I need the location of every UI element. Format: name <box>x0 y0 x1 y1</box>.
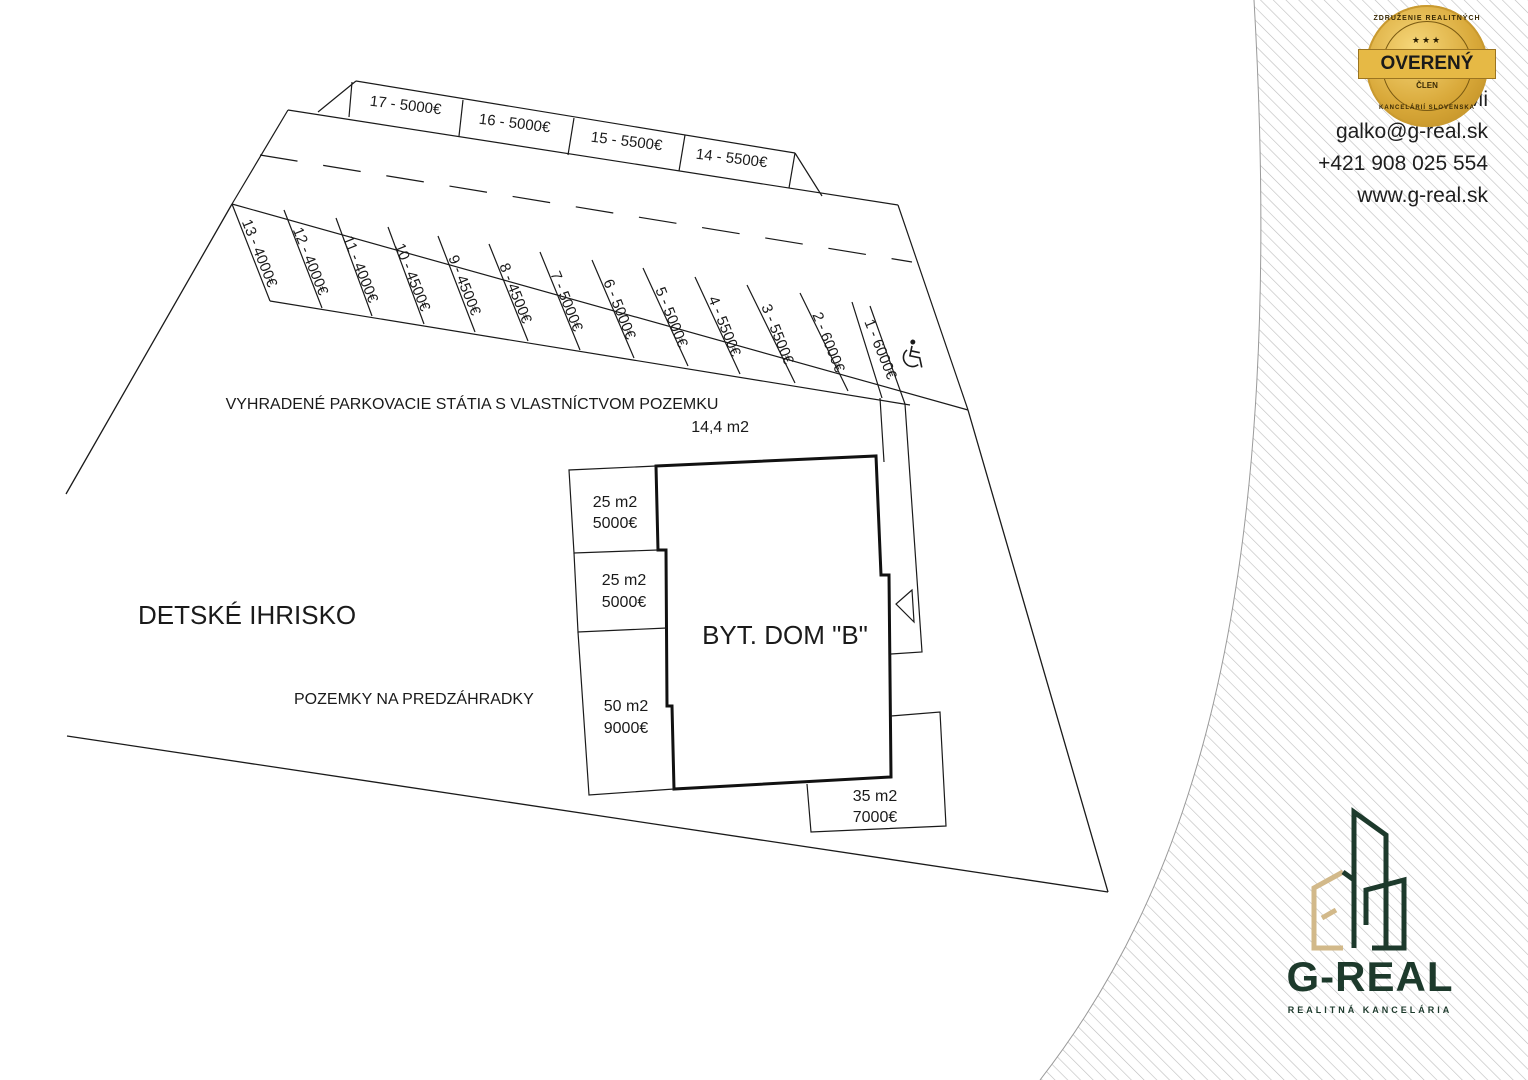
plot-price: 5000€ <box>602 594 647 611</box>
brand-tagline: REALITNÁ KANCELÁRIA <box>1287 1005 1453 1015</box>
site-boundary <box>65 203 1109 893</box>
access-road <box>231 109 969 411</box>
parking-spot-bottom: 12 - 4000€ <box>289 225 332 298</box>
parking-spot-bottom: 6 - 5000€ <box>599 277 639 343</box>
plot-price: 5000€ <box>593 515 638 532</box>
parking-spot-bottom: 10 - 4500€ <box>391 241 434 314</box>
parking-spot-bottom: 8 - 4500€ <box>495 261 535 327</box>
plot-price: 9000€ <box>604 720 649 737</box>
parking-spot-bottom: 2 - 6000€ <box>808 310 848 376</box>
side-panel-hatch <box>1040 0 1528 1080</box>
plot-area: 50 m2 <box>604 698 649 715</box>
parking-spot-bottom: 13 - 4000€ <box>238 217 281 290</box>
badge-arc-top: ZDRUŽENIE REALITNÝCH <box>1373 15 1481 22</box>
plot-area: 25 m2 <box>593 494 638 511</box>
agency-website[interactable]: www.g-real.sk <box>1357 184 1488 207</box>
parking-spot-bottom: 9 - 4500€ <box>444 253 484 319</box>
badge-sub: ČLEN <box>1416 81 1438 90</box>
badge-stars-icon: ★★★ <box>1411 35 1443 45</box>
entrance-marker <box>895 588 915 624</box>
parking-spot-top: 14 - 5500€ <box>695 146 769 172</box>
verified-member-badge: ZDRUŽENIE REALITNÝCH ★★★ OVERENÝ ČLEN KA… <box>1358 5 1496 127</box>
garden-plots <box>568 465 947 833</box>
playground-label: DETSKÉ IHRISKO <box>138 600 356 630</box>
badge-arc-bottom: KANCELÁRIÍ SLOVENSKA <box>1378 105 1475 111</box>
building-label: BYT. DOM "B" <box>702 620 868 650</box>
plot-price: 7000€ <box>853 809 898 826</box>
wheelchair-icon <box>902 339 923 368</box>
plot-area: 35 m2 <box>853 788 898 805</box>
walkway <box>879 397 923 655</box>
gardens-caption: POZEMKY NA PREDZÁHRADKY <box>294 689 534 708</box>
parking-spot-bottom: 5 - 5000€ <box>651 285 691 351</box>
badge-ribbon: OVERENÝ <box>1358 49 1496 79</box>
agent-phone[interactable]: +421 908 025 554 <box>1318 152 1488 175</box>
parking-row-top <box>317 80 823 197</box>
agent-email[interactable]: galko@g-real.sk <box>1335 120 1488 143</box>
plot-area: 25 m2 <box>602 572 647 589</box>
side-panel-edge <box>1039 0 1262 1080</box>
parking-spot-top: 17 - 5000€ <box>369 93 443 119</box>
parking-spot-top: 15 - 5500€ <box>590 129 664 155</box>
parking-spot-top: 16 - 5000€ <box>478 111 552 137</box>
brand-name: G-REAL <box>1286 953 1454 1000</box>
parking-spot-bottom: 4 - 5500€ <box>704 294 744 360</box>
parking-caption: VYHRADENÉ PARKOVACIE STÁTIA S VLASTNÍCTV… <box>226 394 719 413</box>
g-real-logo-icon <box>1311 807 1407 951</box>
parking-spot-bottom: 3 - 5500€ <box>757 302 797 368</box>
brand-block: G-REAL REALITNÁ KANCELÁRIA <box>1280 953 1460 1016</box>
parking-row-bottom <box>231 203 969 411</box>
parking-area: 14,4 m2 <box>691 419 749 436</box>
